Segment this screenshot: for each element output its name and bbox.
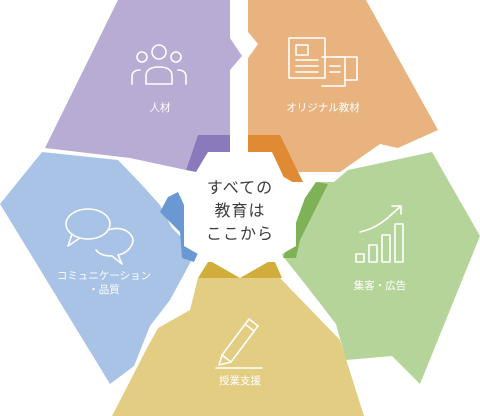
people-icon [131,44,187,85]
segment-original-kyozai: オリジナル教材 [248,0,438,182]
center-hexagon-shape [184,152,296,278]
segment-jugyo-shien-shape [112,278,364,416]
center-text-line1: すべての [207,178,273,197]
pencil-icon [215,318,263,369]
segment-shukyaku-kokoku-shape [282,152,480,384]
segment-communication-label-line1: コミュニケーション [57,270,151,282]
center-text-line3: ここから [206,224,274,243]
growth-chart-icon [355,205,404,263]
speech-bubbles-icon [65,208,134,265]
segment-communication-label-line2: ・品質 [88,283,120,296]
segment-original-kyozai-label: オリジナル教材 [286,101,360,114]
documents-icon [288,37,358,87]
segment-jinzai-label: 人材 [150,101,171,114]
segment-jugyo-shien-label: 授業支援 [219,374,261,387]
segment-original-kyozai-accent [248,135,303,182]
center-text-line2: 教育は [214,201,265,220]
segment-communication-hinshitsu-shape [0,152,196,384]
segment-jinzai-shape [45,0,242,170]
segment-jinzai-accent [186,135,230,172]
segment-jinzai: 人材 [45,0,242,172]
center-hexagon: すべての 教育は ここから [184,152,296,278]
segment-shukyaku-kokoku-label: 集客・広告 [354,279,407,292]
